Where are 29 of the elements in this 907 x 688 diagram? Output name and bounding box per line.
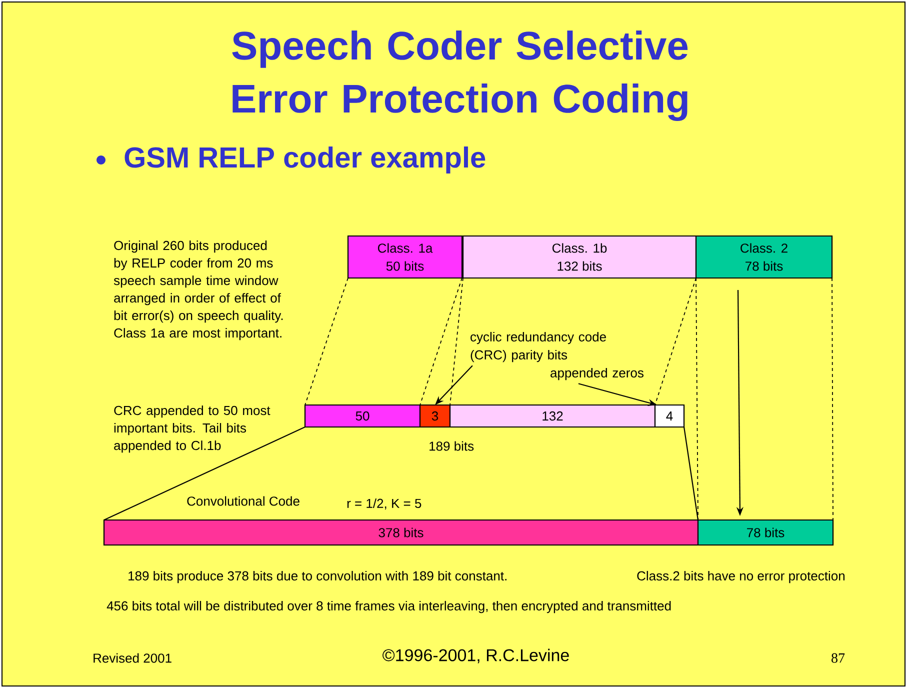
note-text: 189 bits produce 378 bits due to convolution with 189 bit constant. [128,570,506,584]
mapping-line [450,278,464,406]
callout-text: appended zeros [550,368,644,380]
mapping-line [420,278,462,406]
segment-box: 4 [654,404,685,428]
segment-box: Class. 1b 132 bits [462,235,697,279]
segment-box: 3 [419,404,451,428]
size-label: 189 bits [430,441,474,451]
mapping-line [654,278,696,406]
segment-box: 132 [449,404,656,428]
mapping-line [832,278,834,520]
mapping-line [304,278,348,406]
segment-box: Class. 2 78 bits [695,235,833,279]
segment-box: Class. 1a 50 bits [347,235,463,279]
bullet-text: GSM RELP coder example [124,146,486,174]
note-text: Class.2 bits have no error protection [637,570,844,584]
copyright-text: ©1996-2001, R.C.Levine [382,648,569,664]
description-text: Original 260 bits produced by RELP coder from 20 ms speech sample time window arranged in order of effect of bit error(s) on speech quality. Class 1a are most important. [114,240,283,340]
mapping-line [104,426,306,520]
title: Speech Coder Selective Error Protection Coding [232,30,688,121]
page-number: 87 [832,653,845,663]
note-text: 456 bits total will be distributed over 8 time frames via interleaving, then encrypted and transmitted [106,600,671,614]
segment-box: 50 [304,404,421,428]
code-label: Convolutional Code [187,496,300,506]
footer-text: Revised 2001 [94,653,172,663]
description-text: CRC appended to 50 most important bits. Tail bits appended to Cl.1b [114,406,270,453]
mapping-line [683,426,699,520]
segment-box: 378 bits [103,519,699,546]
segment-box: 78 bits [697,519,834,546]
